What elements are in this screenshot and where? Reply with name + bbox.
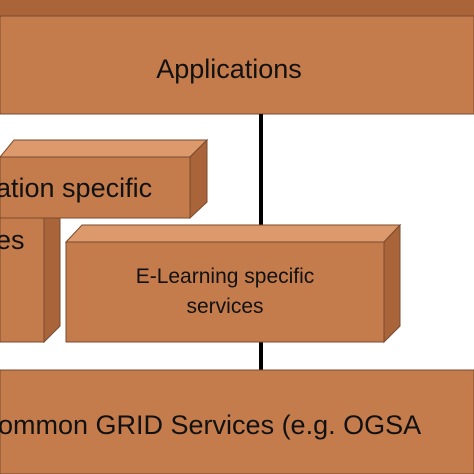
applications-top-edge — [0, 0, 474, 16]
elearning-layer: E-Learning specific services — [64, 223, 402, 344]
elearning-side-bevel — [383, 223, 401, 344]
common-grid-box — [0, 369, 474, 474]
domain-specific-box — [0, 156, 191, 219]
elearning-box — [65, 241, 385, 343]
domain-specific-lower-box — [0, 217, 45, 343]
common-grid-layer: ommon GRID Services (e.g. OGSA — [0, 369, 474, 474]
domain-specific-layer: ation specific es — [0, 138, 209, 344]
domain-specific-lower-side — [43, 217, 61, 344]
applications-box — [0, 15, 474, 115]
applications-layer: Applications — [0, 0, 474, 115]
domain-specific-label-line1: ation specific — [0, 173, 152, 203]
common-grid-label: ommon GRID Services (e.g. OGSA — [0, 410, 421, 440]
applications-label: Applications — [156, 54, 302, 84]
elearning-top-bevel — [64, 224, 402, 243]
elearning-label-line1: E-Learning specific — [136, 265, 315, 288]
domain-specific-top-bevel — [0, 139, 209, 158]
domain-specific-label-line2: es — [0, 225, 25, 255]
elearning-label-line2: services — [186, 295, 263, 318]
